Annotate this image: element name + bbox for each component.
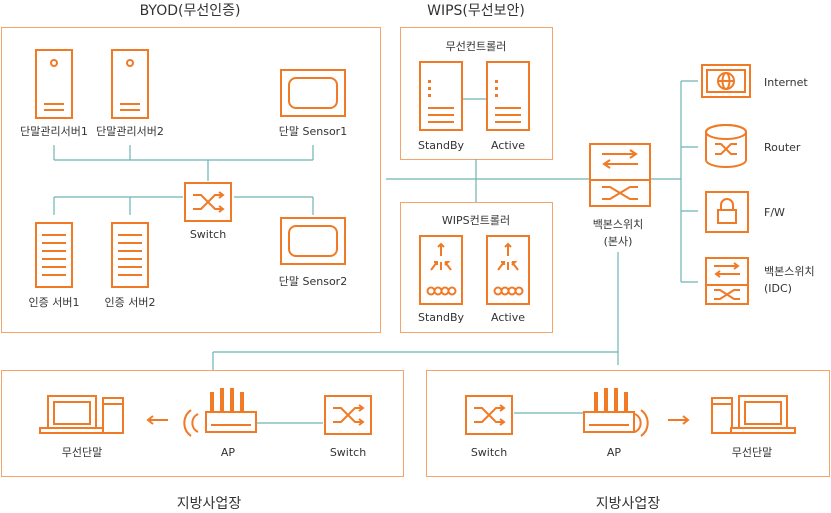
internet-label: Internet <box>764 76 808 89</box>
fw-label: F/W <box>764 206 785 219</box>
wips-sensor-active-icon <box>486 235 530 305</box>
branch-right-ap-label: AP <box>607 446 622 459</box>
idc-backbone-switch-icon <box>705 257 749 305</box>
switch-icon <box>465 395 513 435</box>
branch-right-title: 지방사업장 <box>596 496 661 512</box>
idc-label-1: 백본스위치 <box>764 265 815 278</box>
byod-title: BYOD(무선인증) <box>140 3 241 19</box>
connection-lines <box>53 80 698 424</box>
sensor2-label: 단말 Sensor2 <box>279 275 347 288</box>
branch-left-terminal-label: 무선단말 <box>62 446 102 459</box>
switch-icon <box>184 182 232 222</box>
byod-section-box <box>1 27 381 333</box>
server1-label: 단말관리서버1 <box>20 125 88 138</box>
access-point-icon <box>183 388 257 437</box>
branch-left-box <box>1 370 404 477</box>
branch-right-terminal-label: 무선단말 <box>732 446 772 459</box>
wips-sensor-standby-icon <box>419 235 463 305</box>
server-tower-icon <box>111 49 149 119</box>
switch-icon <box>324 395 372 435</box>
branch-left-title: 지방사업장 <box>177 496 242 512</box>
sensor-monitor-icon <box>280 69 346 117</box>
sensor1-label: 단말 Sensor1 <box>279 125 347 138</box>
wips-controller-label: WIPS컨트롤러 <box>442 214 510 227</box>
router-label: Router <box>764 141 801 154</box>
byod-switch-label: Switch <box>190 228 226 241</box>
branch-left-ap-label: AP <box>221 446 236 459</box>
idc-label-2: (IDC) <box>764 282 792 295</box>
router-icon <box>705 124 747 168</box>
backbone-label-2: (본사) <box>604 235 633 248</box>
phone-laptop-icon <box>711 395 796 434</box>
branch-right-box <box>426 370 830 477</box>
access-point-icon <box>583 388 649 437</box>
arrow-left-icon <box>146 415 168 425</box>
auth1-label: 인증 서버1 <box>29 296 80 309</box>
wireless-controller-label: 무선컨트롤러 <box>446 40 507 53</box>
firewall-lock-icon <box>705 191 749 233</box>
backbone-label-1: 백본스위치 <box>593 218 644 231</box>
sensor-monitor-icon <box>280 217 346 265</box>
laptop-phone-icon <box>39 395 124 434</box>
backbone-switch-icon <box>589 143 651 207</box>
wips-active-label: Active <box>491 311 525 324</box>
controller-standby-icon <box>419 61 463 131</box>
wips-standby-label: StandBy <box>418 311 465 324</box>
wireless-standby-label: StandBy <box>418 139 465 152</box>
server2-label: 단말관리서버2 <box>96 125 164 138</box>
branch-left-switch-label: Switch <box>330 446 366 459</box>
controller-active-icon <box>486 61 530 131</box>
branch-right-switch-label: Switch <box>471 446 507 459</box>
internet-globe-icon <box>701 64 751 98</box>
server-tower-icon <box>35 49 73 119</box>
wips-title: WIPS(무선보안) <box>427 3 525 19</box>
arrow-right-icon <box>668 415 690 425</box>
wips-controller-box <box>400 202 553 333</box>
auth2-label: 인증 서버2 <box>105 296 156 309</box>
auth-server-icon <box>35 222 73 288</box>
auth-server-icon <box>111 222 149 288</box>
wireless-active-label: Active <box>491 139 525 152</box>
